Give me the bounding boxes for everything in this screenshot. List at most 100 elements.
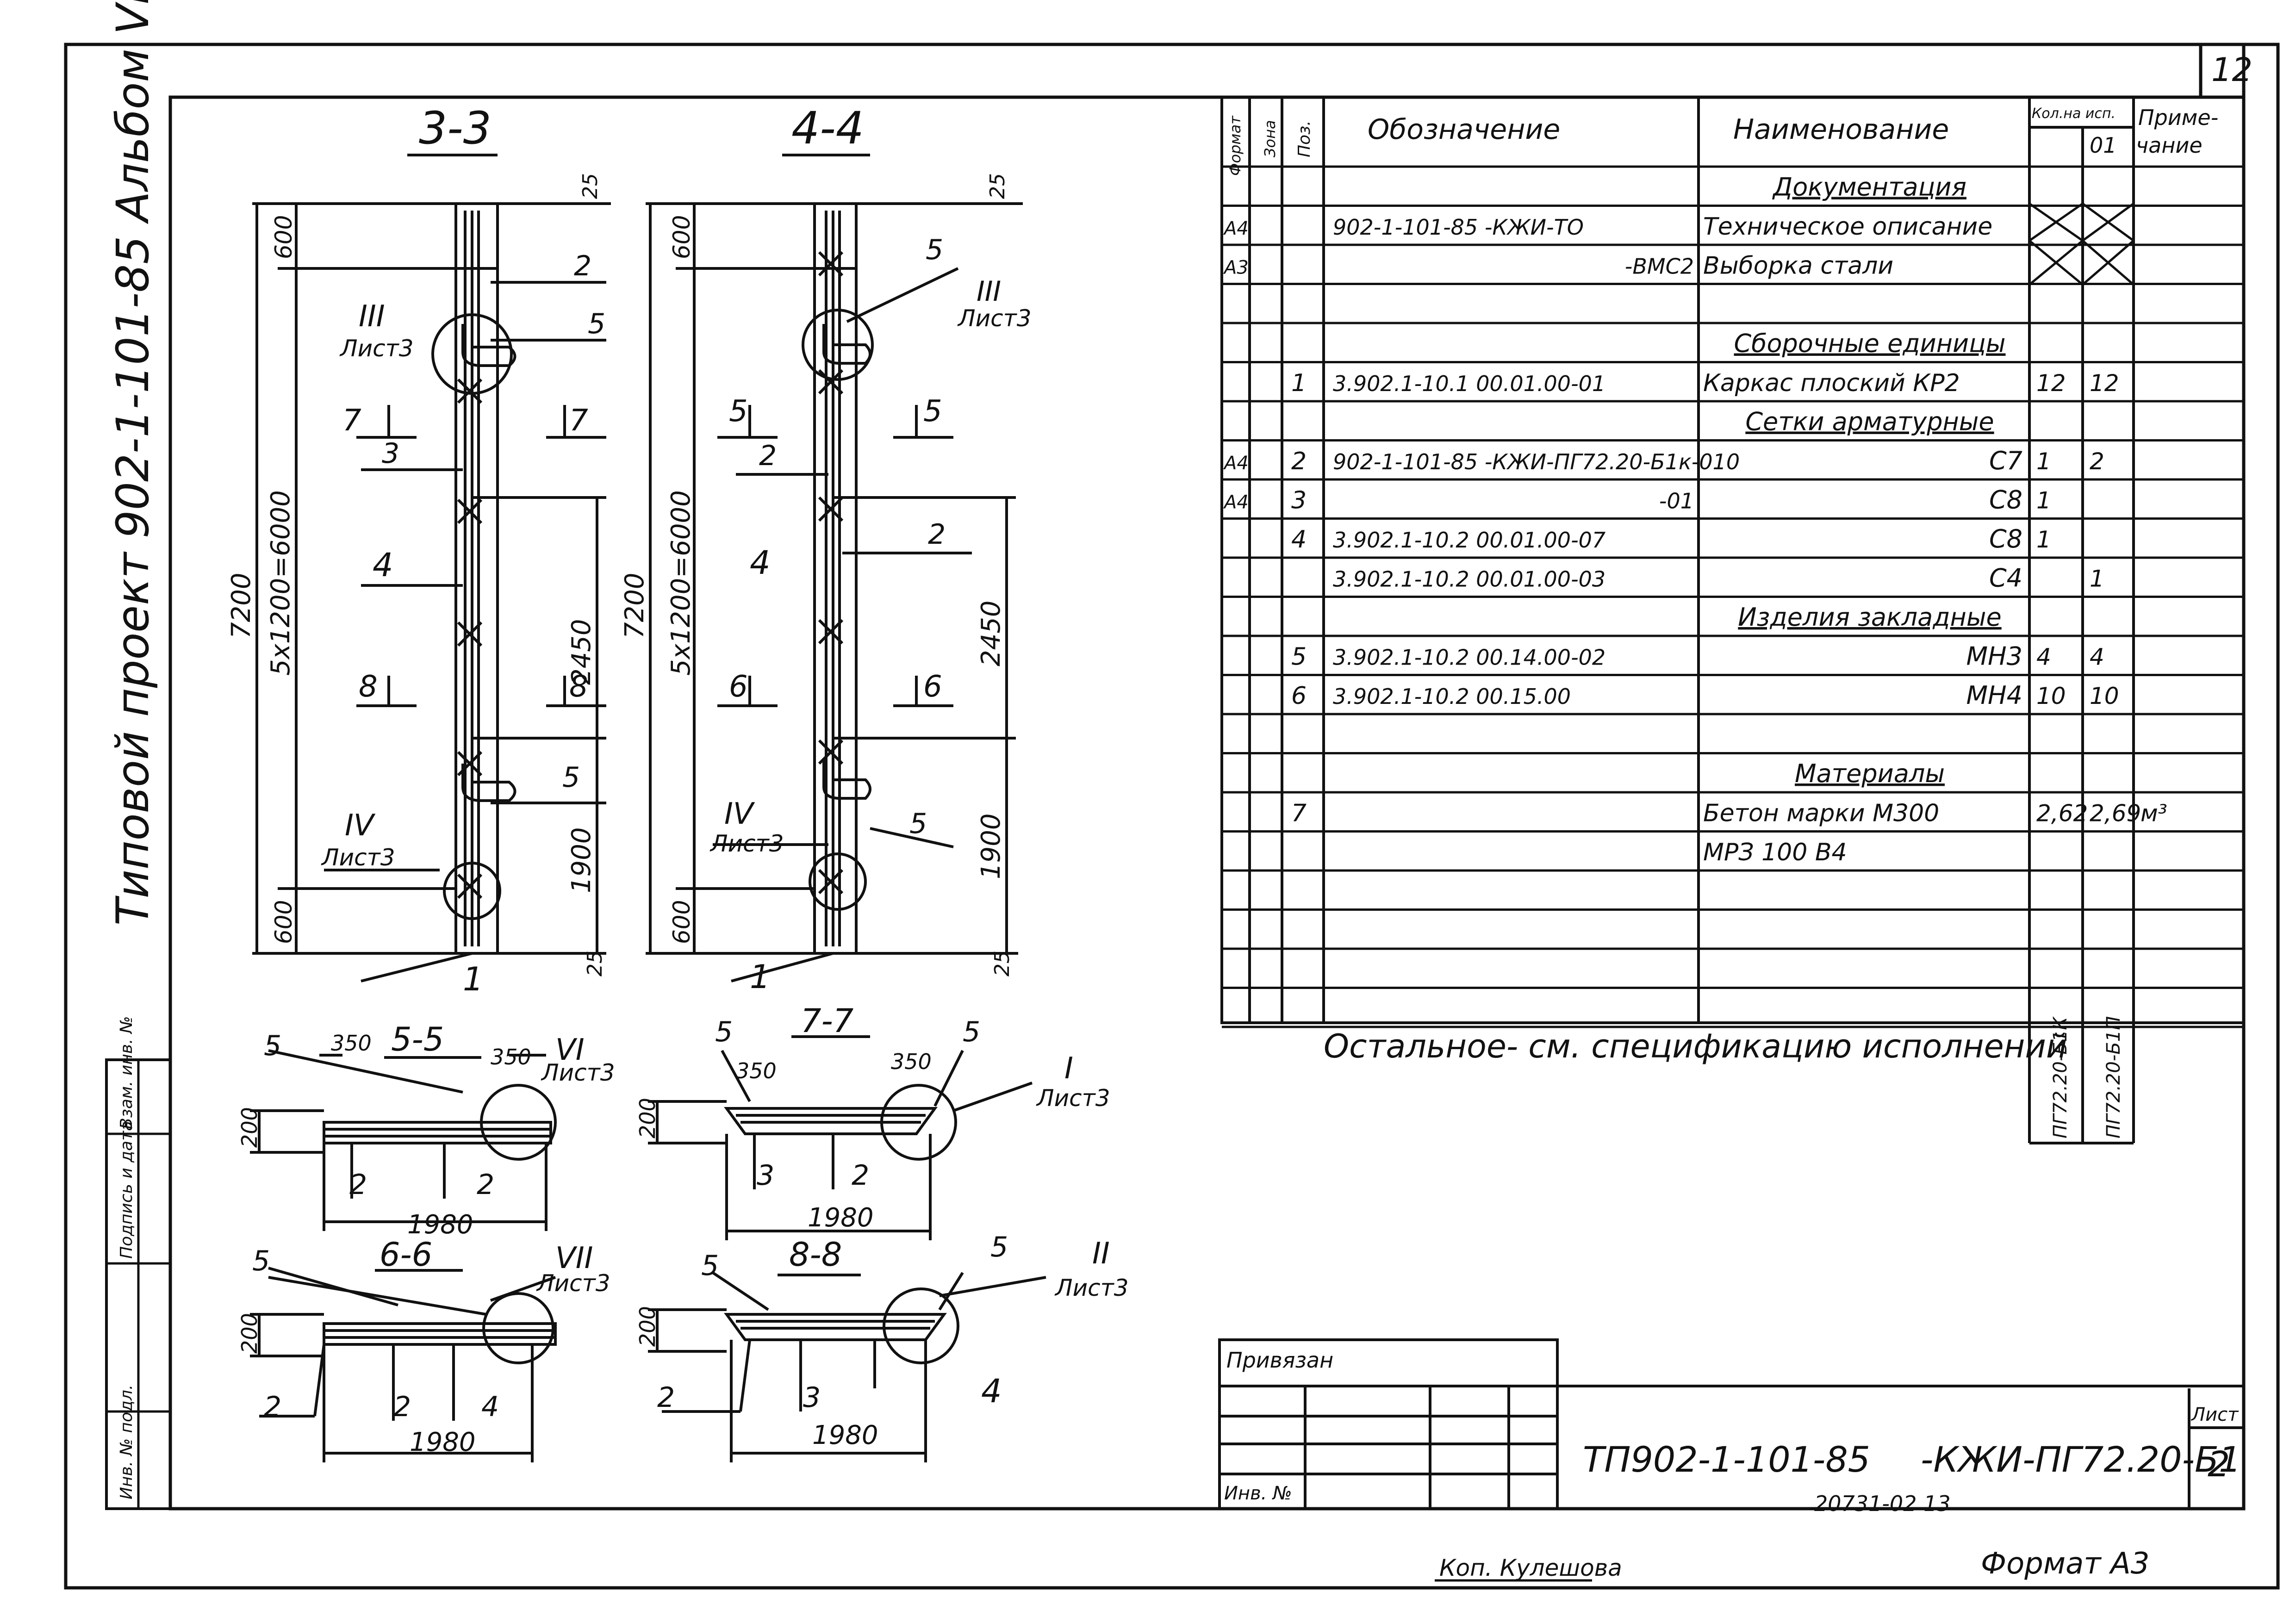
- stamp-vzam-inv: Взам. инв. №: [117, 1016, 136, 1129]
- x77-1980: 1980: [808, 1203, 874, 1233]
- section-7-7-title: 7-7: [801, 1002, 853, 1040]
- callout-IV-44: IV: [724, 797, 755, 831]
- spec-cell-naimenovanie: МН3: [1966, 642, 2022, 671]
- project-side-title: Типовой проект 902-1-101-85 Альбом VI: [107, 0, 159, 926]
- dim-4-4-7200: 7200: [620, 572, 650, 639]
- dim-3-3-1900: 1900: [566, 827, 597, 893]
- spec-cell-poz: 5: [1291, 643, 1307, 671]
- x88-1980: 1980: [812, 1420, 878, 1450]
- list-number: 2: [2208, 1443, 2230, 1485]
- callout-VII: VII: [555, 1241, 593, 1275]
- list-label: Лист: [2190, 1404, 2239, 1425]
- spec-cell-naimenovanie: Бетон марки М300: [1703, 800, 1939, 827]
- spec-cell-qty-1: 4: [2036, 644, 2051, 671]
- hdr-prime2: чание: [2136, 133, 2203, 158]
- callout-III-44-sheet: Лист3: [957, 305, 1032, 332]
- pos-2-44-label: 2: [759, 440, 777, 472]
- pos-5-top-label: 5: [926, 234, 943, 266]
- x66-pos-2a: 2: [264, 1391, 281, 1423]
- pos-3-label: 3: [382, 437, 399, 470]
- dim-4-4-2450: 2450: [976, 600, 1006, 666]
- cut-6-right: 6: [923, 670, 942, 704]
- x66-pos-2b: 2: [393, 1391, 411, 1423]
- spec-cell-naimenovanie: С4: [1989, 564, 2022, 593]
- variant-1p: ПГ72.20-Б1П: [2103, 1016, 2124, 1138]
- spec-cell-naimenovanie: МН4: [1966, 681, 2022, 710]
- dim-4-4-25-bot: 25: [990, 951, 1014, 976]
- stamp-inv-podl: Инв. № подл.: [117, 1385, 136, 1499]
- cross-section-7-7: 7-7 5 5 350 350 200 3 2 1980 I Лист3: [635, 1002, 1110, 1240]
- spec-cell-note: м³: [2140, 800, 2167, 827]
- x66-pos-4: 4: [481, 1391, 499, 1423]
- spec-section-heading: Сборочные единицы: [1734, 329, 2005, 358]
- spec-cell-qty-1: 1: [2036, 448, 2051, 475]
- spec-cell-naimenovanie: С8: [1989, 485, 2022, 515]
- spec-cell-poz: 7: [1291, 800, 1307, 827]
- cross-section-5-5: 5-5 5 350 350 200 2 2 1980 VI Лист3: [237, 1020, 615, 1240]
- spec-cell-poz: 4: [1291, 526, 1307, 553]
- spec-cell-qty-2: 1: [2090, 566, 2104, 592]
- cut-5-left: 5: [729, 394, 748, 429]
- section-3-3-title: 3-3: [419, 102, 492, 154]
- x88-pos-4: 4: [981, 1372, 1002, 1410]
- x88-pos-2: 2: [657, 1381, 675, 1414]
- stamp-podpis-data: Подпись и дата: [117, 1121, 136, 1259]
- hdr-prime: Приме-: [2138, 105, 2218, 130]
- spec-cell-qty-1: 1: [2036, 487, 2051, 514]
- hdr-ispoln-01: 01: [2090, 133, 2117, 158]
- left-stamp-strip: Взам. инв. № Подпись и дата Инв. № подл.: [105, 1016, 172, 1510]
- spec-note: Остальное- см. спецификацию исполнений: [1324, 1027, 2067, 1065]
- spec-section-heading: Документация: [1772, 173, 1966, 202]
- spec-crossed-cells: [2028, 202, 2134, 286]
- spec-cell-naimenovanie: С8: [1989, 524, 2022, 553]
- dim-3-3-25-bot: 25: [583, 951, 607, 976]
- privyazan-label: Привязан: [1226, 1348, 1333, 1373]
- callout-VII-sheet: Лист3: [536, 1270, 610, 1297]
- hdr-kol-ispoln: Кол.на исп.: [2032, 106, 2116, 122]
- dim-4-4-1900: 1900: [976, 813, 1006, 879]
- page-number: 12: [2211, 51, 2252, 89]
- section-8-8-title: 8-8: [789, 1236, 842, 1274]
- section-5-5-title: 5-5: [391, 1020, 444, 1058]
- spec-cell-qty-2: 2: [2090, 448, 2104, 475]
- spec-cell-poz: 6: [1291, 682, 1307, 710]
- dim-4-4-600-top: 600: [668, 215, 695, 259]
- pos-4-label: 4: [373, 546, 393, 584]
- spec-cell-oboznachenie: 3.902.1-10.2 00.15.00: [1333, 684, 1571, 709]
- callout-VI-sheet: Лист3: [541, 1059, 615, 1086]
- title-block: [1218, 1338, 2244, 1510]
- dim-4-4-600-bot: 600: [668, 900, 695, 944]
- spec-cell-naimenovanie: МРЗ 100 В4: [1703, 839, 1847, 866]
- x88-pos-5b: 5: [990, 1231, 1008, 1263]
- spec-cell-qty-1: 12: [2036, 370, 2066, 397]
- spec-cell-qty-1: 2,62: [2036, 800, 2088, 827]
- x66-pos-5: 5: [252, 1245, 270, 1277]
- spec-cell-poz: 2: [1291, 448, 1307, 475]
- spec-cell-oboznachenie: 3.902.1-10.2 00.14.00-02: [1333, 645, 1605, 670]
- spec-cell-format: А4: [1223, 218, 1249, 239]
- spec-cell-qty-2: 4: [2090, 644, 2104, 671]
- spec-cell-oboznachenie: 902-1-101-85 -КЖИ-ПГ72.20-Б1к-010: [1333, 449, 1740, 474]
- x55-350-right: 350: [491, 1045, 531, 1070]
- callout-IV-44-sheet: Лист3: [709, 830, 784, 857]
- dim-3-3-25-top: 25: [579, 173, 602, 199]
- callout-II-sheet: Лист3: [1054, 1275, 1129, 1301]
- dim-3-3-7200: 7200: [226, 572, 256, 639]
- x88-pos-5a: 5: [701, 1250, 719, 1282]
- callout-III-44: III: [977, 275, 1001, 308]
- spec-section-heading: Сетки арматурные: [1745, 407, 1994, 436]
- spec-cell-poz: 1: [1291, 369, 1307, 397]
- pos-1-44-label: 1: [750, 958, 771, 996]
- pos-1-label: 1: [463, 960, 484, 998]
- spec-cell-naimenovanie: С7: [1989, 446, 2022, 475]
- spec-cell-naimenovanie: Выборка стали: [1703, 252, 1893, 280]
- pos-2b-44-label: 2: [928, 518, 946, 551]
- spec-cell-qty-1: 10: [2036, 683, 2066, 709]
- spec-section-heading: Изделия закладные: [1738, 603, 2001, 632]
- spec-cell-format: А4: [1223, 492, 1249, 513]
- callout-I-sheet: Лист3: [1036, 1085, 1110, 1112]
- hdr-oboznachenie: Обозначение: [1368, 113, 1560, 146]
- x55-pos-2b: 2: [477, 1169, 494, 1201]
- cut-7-left: 7: [342, 404, 361, 438]
- spec-cell-qty-2: 10: [2090, 683, 2119, 709]
